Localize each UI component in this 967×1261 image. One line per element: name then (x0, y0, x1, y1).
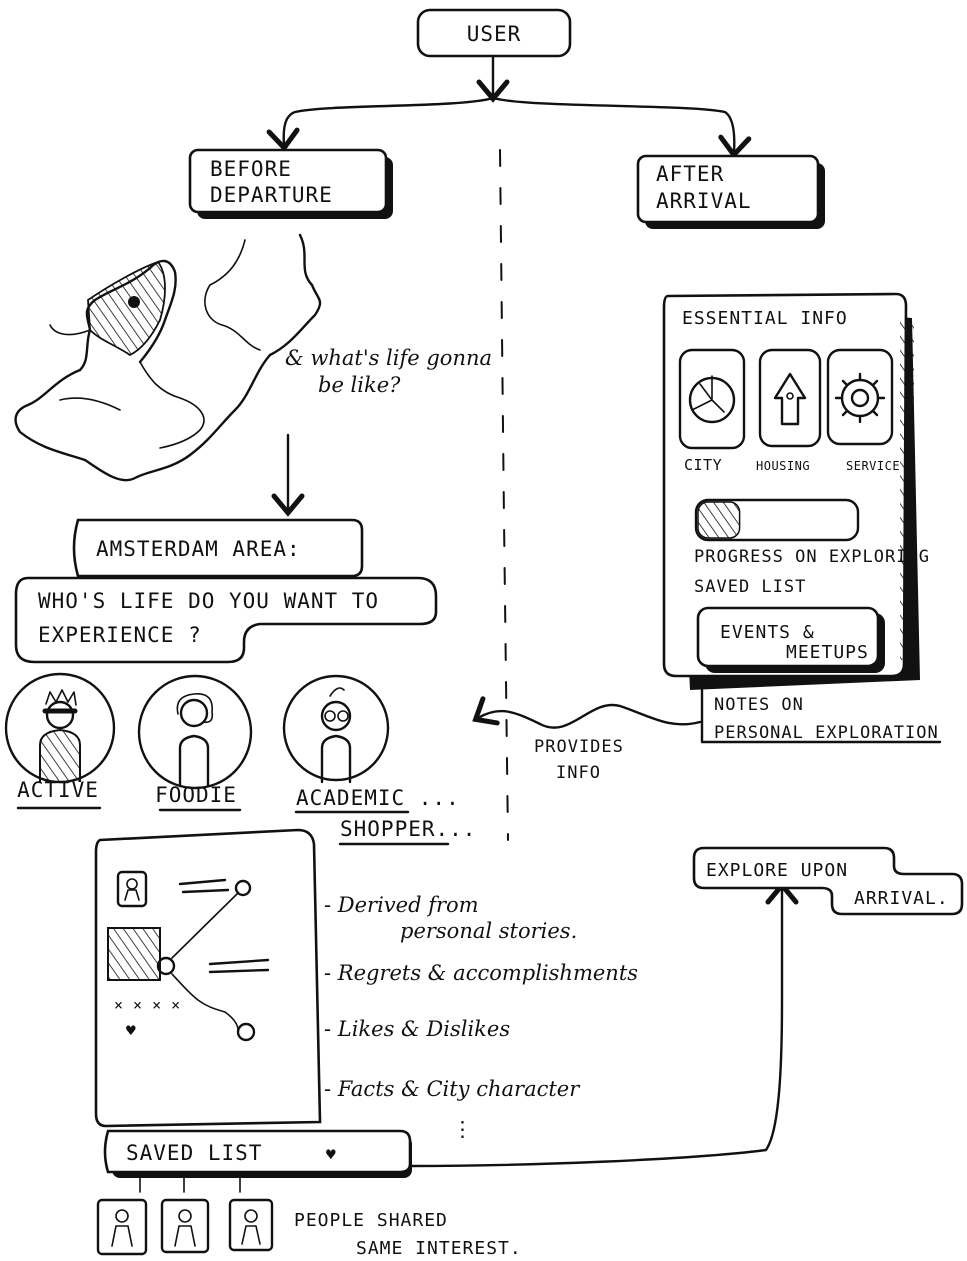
timeline-node-2 (156, 956, 176, 976)
saved-heart-icon: ♥ (326, 1145, 336, 1164)
after-arrival-node: AFTER ARRIVAL (636, 154, 825, 229)
progress-sublabel: SAVED LIST (694, 577, 806, 597)
events-line-1: EVENTS & (720, 622, 815, 643)
essential-info-title: ESSENTIAL INFO (682, 308, 848, 329)
amsterdam-label: AMSTERDAM AREA: (96, 537, 301, 561)
saved-list-label: SAVED LIST (126, 1141, 262, 1165)
house-arrow-icon (773, 372, 807, 426)
progress-label: PROGRESS ON EXPLORING (694, 547, 930, 567)
service-tile[interactable]: SERVICE (826, 348, 900, 473)
arrow-to-after (491, 96, 752, 159)
bullet-regrets: - Regrets & accomplishments (324, 961, 638, 985)
user-node: USER (416, 8, 572, 58)
notes-line-2: PERSONAL EXPLORATION (714, 723, 939, 743)
bullet-derived: - Derived from (324, 893, 479, 917)
amsterdam-area-node: AMSTERDAM AREA: (72, 518, 364, 578)
persona-foodie[interactable]: FOODIE (137, 674, 253, 812)
crosses-mark: × × × × (114, 996, 181, 1014)
bullet-likes: - Likes & Dislikes (324, 1017, 510, 1041)
whos-life-bubble: WHO'S LIFE DO YOU WANT TO EXPERIENCE ? (14, 576, 438, 664)
persona-active[interactable]: ACTIVE (4, 672, 116, 810)
explore-upon-arrival-node: EXPLORE UPON ARRIVAL. (692, 846, 964, 916)
city-tile[interactable]: CITY (678, 348, 746, 474)
persona-active-label: ACTIVE (17, 778, 99, 802)
persona-shopper-label: SHOPPER... (340, 817, 476, 841)
events-line-2: MEETUPS (786, 642, 869, 663)
user-label: USER (467, 22, 522, 46)
provides-line-2: INFO (556, 763, 601, 783)
timeline-node-3 (236, 1022, 256, 1042)
events-meetups-button[interactable]: EVENTS & MEETUPS (696, 606, 885, 673)
notes-line-1: NOTES ON (714, 695, 804, 715)
whos-life-line-2: EXPERIENCE ? (38, 623, 202, 647)
explore-line-1: EXPLORE UPON (706, 860, 848, 881)
shared-people-icons (96, 1198, 274, 1256)
before-line-2: DEPARTURE (210, 183, 333, 207)
after-line-2: ARRIVAL (656, 189, 752, 213)
persona-academic-label: ACADEMIC ... (296, 786, 460, 810)
people-shared-line-2: SAME INTEREST. (356, 1238, 522, 1259)
whats-life-line-2: be like? (318, 373, 401, 397)
before-line-1: BEFORE (210, 157, 292, 181)
building-icon (107, 927, 161, 981)
people-shared-line-1: PEOPLE SHARED (294, 1210, 448, 1231)
whos-life-line-1: WHO'S LIFE DO YOU WANT TO (38, 589, 379, 613)
bullet-more: ⋮ (452, 1117, 474, 1141)
exploration-progress-bar (694, 498, 860, 542)
explore-line-2: ARRIVAL. (854, 888, 949, 909)
story-detail-card: × × × × ♥ (94, 828, 322, 1128)
arrow-to-before (266, 96, 495, 152)
arrow-to-explore (410, 881, 799, 1168)
provides-line-1: PROVIDES (534, 737, 624, 757)
persona-academic[interactable]: ACADEMIC ... SHOPPER... (282, 674, 476, 846)
housing-label: HOUSING (756, 459, 810, 473)
before-departure-node: BEFORE DEPARTURE (188, 148, 393, 219)
progress-fill (697, 501, 741, 539)
profile-icon (116, 870, 148, 908)
city-label: CITY (684, 456, 722, 474)
provides-info-arrow (472, 696, 702, 729)
service-label: SERVICE (846, 459, 900, 473)
saved-list-node[interactable]: SAVED LIST ♥ (103, 1129, 412, 1178)
housing-tile[interactable]: HOUSING (756, 348, 822, 473)
amsterdam-map-sketch (14, 233, 322, 482)
bullet-personal-stories: personal stories. (400, 919, 577, 943)
after-line-1: AFTER (656, 162, 724, 186)
whats-life-line-1: & what's life gonna (285, 346, 492, 370)
bullet-facts: - Facts & City character (324, 1077, 581, 1101)
notes-node: NOTES ON PERSONAL EXPLORATION (700, 688, 942, 744)
persona-foodie-label: FOODIE (155, 783, 237, 807)
timeline-node-1 (234, 879, 252, 897)
app-screen: ESSENTIAL INFO CITY HOUSING SERVICE PROG… (662, 292, 930, 690)
heart-icon: ♥ (126, 1021, 136, 1040)
phase-divider (499, 149, 509, 841)
